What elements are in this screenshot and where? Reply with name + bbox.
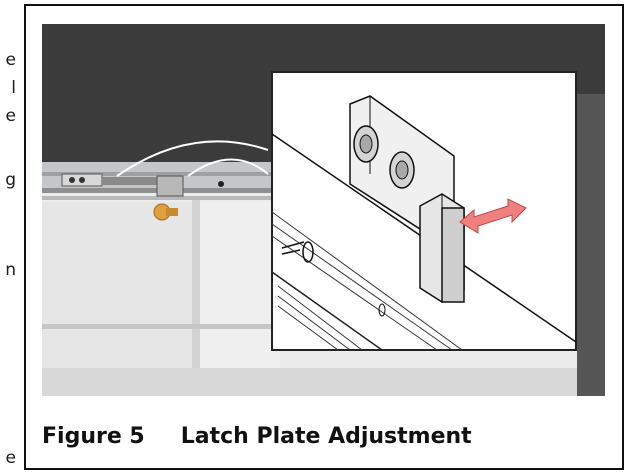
panel-seam: [192, 200, 200, 396]
cropped-text-fragment: e: [5, 50, 16, 70]
cropped-text-fragment: e: [5, 106, 16, 126]
cropped-text-fragment: g: [5, 170, 16, 190]
latch-plate: [156, 175, 184, 197]
figure-caption: Figure 5 Latch Plate Adjustment: [42, 424, 472, 449]
latch-plate-illustration: [42, 24, 605, 396]
figure-title: Latch Plate Adjustment: [180, 424, 472, 449]
panel-seam: [42, 324, 280, 329]
detail-inset: [271, 71, 577, 351]
figure-number: Figure 5: [42, 424, 145, 449]
adjustment-arrow-icon: [459, 198, 527, 234]
callout-line: [187, 158, 269, 177]
cropped-text-fragment: l: [11, 78, 16, 98]
callout-line: [116, 140, 269, 177]
cropped-text-fragment: e: [5, 448, 16, 468]
cropped-text-fragment: n: [5, 260, 16, 280]
figure-frame: Figure 5 Latch Plate Adjustment: [24, 4, 624, 470]
